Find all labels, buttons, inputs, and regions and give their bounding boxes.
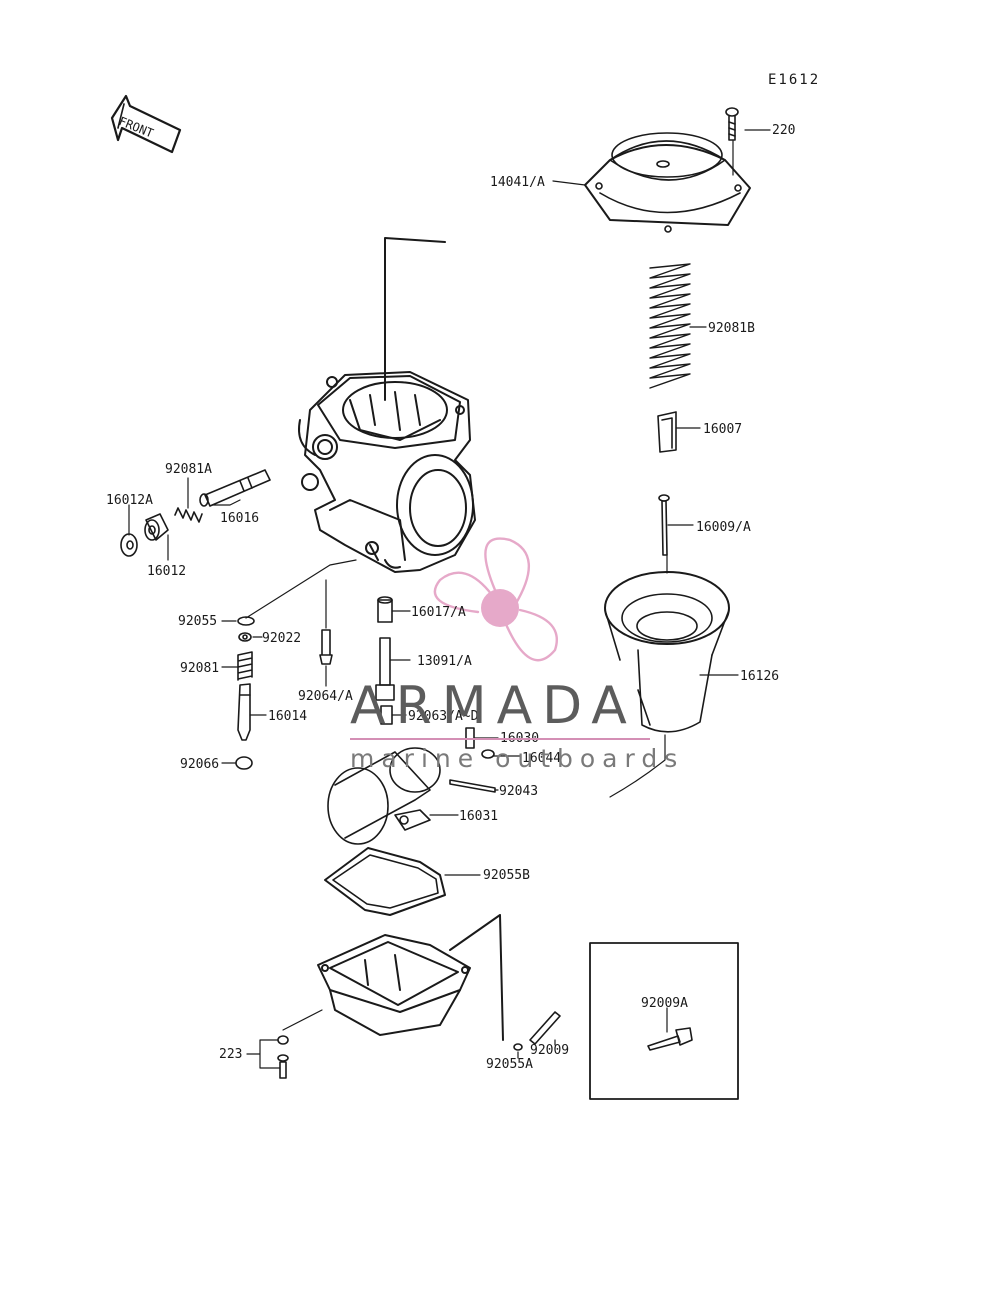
needle-jet-13091 xyxy=(375,637,395,701)
spring-92081b xyxy=(649,263,691,389)
callout-92066: 92066 xyxy=(180,757,220,772)
main-jet-92063 xyxy=(380,705,393,725)
jet-92064 xyxy=(319,629,333,665)
top-cover xyxy=(584,132,751,233)
callout-13091: 13091/A xyxy=(417,654,472,669)
callout-92063: 92063/A~D xyxy=(408,709,479,724)
watermark-divider xyxy=(350,738,650,740)
callout-220: 220 xyxy=(772,123,796,138)
shaft-92043 xyxy=(449,779,496,793)
callout-92081: 92081 xyxy=(180,661,220,676)
callout-16126: 16126 xyxy=(740,669,780,684)
diagram-code: E1612 xyxy=(768,72,821,88)
screw-92009a-icon xyxy=(647,1027,693,1051)
callout-14041: 14041/A xyxy=(490,175,545,190)
choke-16031 xyxy=(327,747,441,845)
gasket-92055b xyxy=(324,847,446,916)
callout-92081b: 92081B xyxy=(708,321,755,336)
o-ring-92066 xyxy=(235,756,253,770)
screw-223 xyxy=(277,1035,289,1079)
spring-92081 xyxy=(237,651,253,681)
pipe-16030 xyxy=(465,727,475,749)
callout-16014: 16014 xyxy=(268,709,308,724)
callout-16017: 16017/A xyxy=(411,605,466,620)
float-bowl xyxy=(317,914,504,1041)
callout-16031: 16031 xyxy=(459,809,499,824)
front-arrow-icon xyxy=(110,94,182,154)
spring-92081a xyxy=(174,507,203,523)
needle-holder-16007 xyxy=(657,411,677,453)
screw-220 xyxy=(725,107,739,141)
callout-92022: 92022 xyxy=(262,631,302,646)
watermark-subtitle: marine outboards xyxy=(350,744,685,773)
pilot-screw-16014 xyxy=(237,683,251,741)
cap-16012a xyxy=(120,533,138,557)
callout-92043: 92043 xyxy=(499,784,539,799)
drain-screw-92009 xyxy=(513,1011,561,1051)
callout-92009: 92009 xyxy=(530,1043,570,1058)
callout-92081a: 92081A xyxy=(165,462,212,477)
callout-16016: 16016 xyxy=(220,511,260,526)
washer-92022 xyxy=(238,632,252,642)
callout-16007: 16007 xyxy=(703,422,743,437)
carburetor-body xyxy=(298,237,476,573)
jet-holder-16017 xyxy=(377,596,393,623)
idle-screw-16016 xyxy=(199,469,271,507)
callout-223: 223 xyxy=(219,1047,243,1062)
watermark-title: ARMADA xyxy=(350,676,637,736)
plug-16044 xyxy=(481,749,495,759)
leader-lines xyxy=(128,129,771,1069)
callout-16012a: 16012A xyxy=(106,493,153,508)
callout-16044: 16044 xyxy=(522,751,562,766)
callout-92055a: 92055A xyxy=(486,1057,533,1072)
callout-92055b: 92055B xyxy=(483,868,530,883)
inset-box xyxy=(589,942,739,1100)
callout-92055: 92055 xyxy=(178,614,218,629)
cap-16012 xyxy=(144,513,169,541)
o-ring-92055 xyxy=(237,616,255,626)
callout-92009a: 92009A xyxy=(641,996,688,1011)
callout-16012: 16012 xyxy=(147,564,187,579)
callout-92064: 92064/A xyxy=(298,689,353,704)
callout-16009: 16009/A xyxy=(696,520,751,535)
watermark-logo xyxy=(433,537,558,662)
